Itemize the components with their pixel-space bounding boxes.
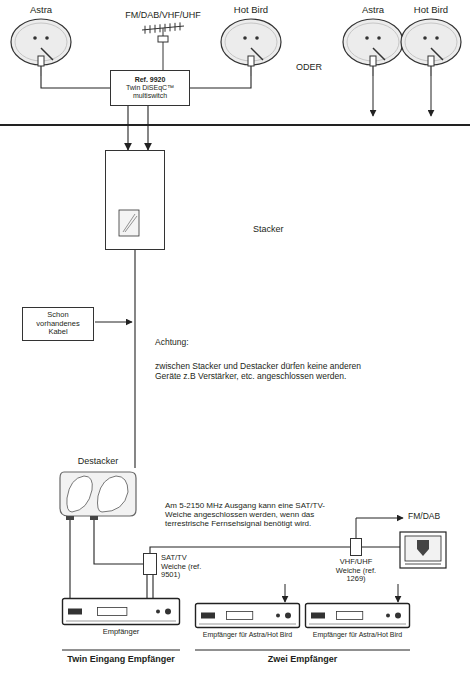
warning-heading: Achtung:: [155, 338, 189, 348]
receiver-outline: [62, 598, 180, 625]
cable-arrow: [398, 584, 399, 602]
box-label: VHF/UHF Weiche (ref. 1269): [330, 558, 382, 584]
cable-arrow: [431, 76, 432, 116]
hint-text: Am 5-2150 MHz Ausgang kann eine SAT/TV-W…: [165, 501, 347, 529]
dish-outline: [218, 18, 284, 76]
cable-arrow: [285, 584, 286, 602]
diplexer-box: VHF/UHF Weiche (ref. 1269): [350, 538, 362, 556]
cable-connector: [127, 106, 128, 150]
stacker-box: Stacker: [105, 150, 165, 250]
fm-dab-cable: [356, 518, 403, 538]
box-label: Empfänger für Astra/Hot Bird: [313, 631, 402, 639]
group-label: Twin Eingang Empfänger: [62, 654, 180, 664]
cable-connector: [152, 575, 153, 598]
box-label: Empfänger: [103, 628, 140, 637]
cable-connector: [41, 76, 110, 88]
note-box: Schon vorhandenes Kabel: [22, 307, 94, 341]
tv-set: [400, 532, 446, 568]
dish-outline: [8, 18, 74, 76]
alternative-note: ODER: [296, 62, 322, 72]
group-rule: [195, 650, 410, 651]
cable-connector: [69, 520, 70, 598]
receiver-box: Empfänger für Astra/Hot Bird: [305, 603, 410, 628]
terrestrial-antenna: FM/DAB/VHF/UHF: [140, 22, 186, 70]
roof-line: [0, 124, 470, 126]
box-label: FM/DAB/VHF/UHF: [125, 10, 201, 20]
satellite-dish: Astra: [340, 18, 406, 76]
satellite-dish: Hot Bird: [218, 18, 284, 76]
warning-text: zwischen Stacker und Destacker dürfen ke…: [155, 362, 367, 382]
multiswitch-box: Ref. 9920Twin DiSEqC™ multiswitch: [110, 70, 190, 106]
box-label: Hot Bird: [414, 5, 448, 16]
box-text: Ref. 9920: [135, 76, 166, 84]
cable-connector: [146, 575, 147, 598]
destacker-unit: Destacker: [58, 468, 138, 520]
diplexer-box: SAT/TV Weiche (ref. 9501): [143, 553, 157, 575]
cable-connector: [150, 547, 350, 553]
cable-connector: [147, 106, 148, 150]
box-label: Empfänger für Astra/Hot Bird: [203, 631, 292, 639]
receiver-box: Empfänger für Astra/Hot Bird: [195, 603, 300, 628]
stacker-outline: [105, 150, 165, 250]
box-label: Astra: [362, 5, 384, 16]
box-label: Stacker: [253, 224, 284, 234]
group-label: Zwei Empfänger: [195, 654, 410, 664]
receiver-box: Empfänger: [62, 598, 180, 625]
pointer-arrow: [95, 322, 132, 323]
box-label: Astra: [30, 5, 52, 16]
box-text: Schon vorhandenes Kabel: [26, 311, 90, 337]
cable-connector: [134, 250, 135, 468]
tv-cable: [362, 547, 400, 548]
cable-arrow: [373, 76, 374, 116]
receiver-outline: [195, 603, 300, 628]
cable-connector: [94, 520, 143, 564]
box-label: Destacker: [78, 456, 119, 466]
group-rule: [62, 650, 180, 651]
dish-outline: [398, 18, 464, 76]
cable-connector: [190, 76, 251, 88]
satellite-dish: Astra: [8, 18, 74, 76]
dish-outline: [340, 18, 406, 76]
destacker-outline: [58, 468, 138, 520]
receiver-outline: [305, 603, 410, 628]
signal-name: FM/DAB: [408, 512, 440, 522]
box-label: SAT/TV Weiche (ref. 9501): [161, 554, 207, 580]
antenna-outline: [140, 22, 186, 70]
box-text: Twin DiSEqC™ multiswitch: [114, 84, 186, 100]
box-label: Hot Bird: [234, 5, 268, 16]
satellite-dish: Hot Bird: [398, 18, 464, 76]
